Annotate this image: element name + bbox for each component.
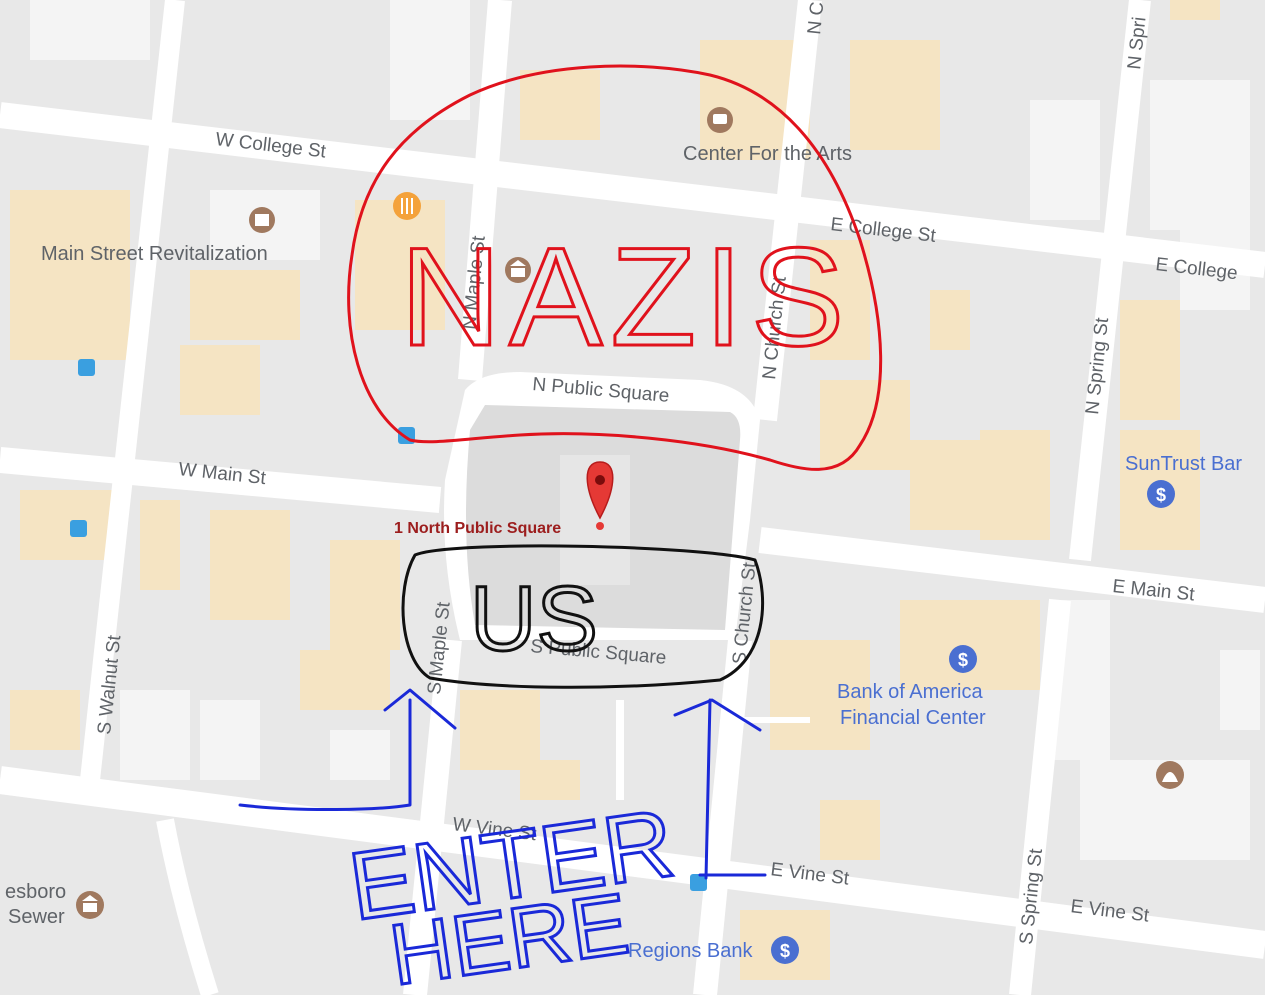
buildings: [10, 0, 1220, 980]
annotation-nazis: NAZIS: [400, 218, 852, 375]
svg-text:$: $: [1156, 485, 1166, 505]
blue-annotation: [238, 688, 767, 880]
museum-icon-3[interactable]: [76, 891, 104, 919]
poi-suntrust[interactable]: SunTrust Bar: [1125, 453, 1242, 475]
museum-icon[interactable]: [249, 207, 275, 233]
location-pin-icon[interactable]: [586, 461, 614, 530]
restaurant-icon[interactable]: [393, 192, 421, 220]
bank-icon-2[interactable]: $: [949, 645, 977, 673]
bank-icon[interactable]: $: [1147, 480, 1175, 508]
red-annotation: [347, 64, 883, 471]
poi-main-street[interactable]: Main Street Revitalization: [41, 243, 268, 265]
black-annotation: [401, 544, 765, 689]
pin-label[interactable]: 1 North Public Square: [394, 520, 561, 537]
poi-sewer-line2[interactable]: Sewer: [8, 906, 65, 928]
arrow-right: [673, 698, 767, 880]
svg-text:$: $: [958, 650, 968, 670]
street-label-n-church-top: N C: [804, 1, 828, 36]
museum-icon-2[interactable]: [505, 257, 531, 283]
annotation-us: US: [470, 568, 598, 670]
bank-icon-3[interactable]: $: [771, 936, 799, 964]
arts-icon[interactable]: [707, 107, 733, 133]
poi-regions[interactable]: Regions Bank: [628, 940, 754, 962]
poi-bank-america-line2[interactable]: Financial Center: [840, 707, 986, 729]
arrow-left: [238, 688, 457, 812]
red-circle: [347, 64, 883, 471]
poi-bank-america-line1[interactable]: Bank of America: [837, 681, 984, 703]
poi-sewer-line1[interactable]: esboro: [5, 881, 66, 903]
black-circle: [401, 544, 765, 689]
svg-text:$: $: [780, 941, 790, 961]
arts-icon-2[interactable]: [1156, 761, 1184, 789]
poi-center-arts[interactable]: Center For the Arts: [683, 143, 852, 165]
